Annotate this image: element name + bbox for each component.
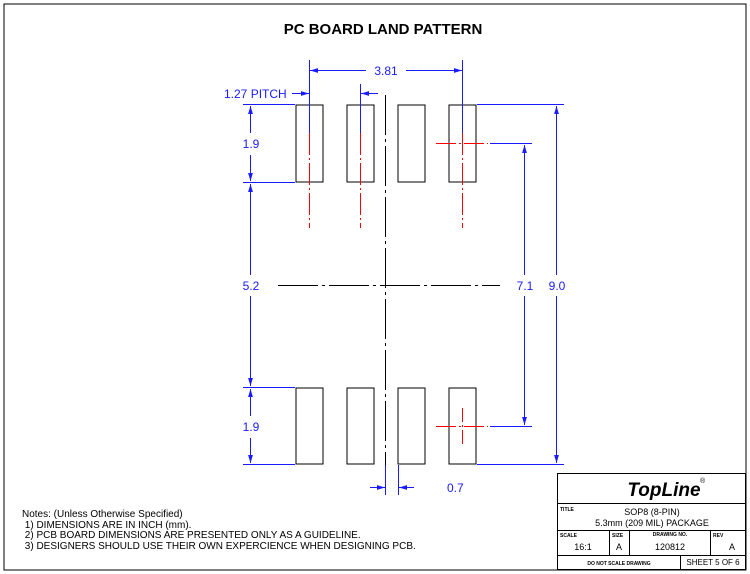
title-label: TITLE bbox=[560, 507, 575, 513]
title-line1: SOP8 (8-PIN) bbox=[624, 507, 680, 517]
notes: Notes: (Unless Otherwise Specified) 1) D… bbox=[22, 509, 416, 552]
sheet-border bbox=[3, 3, 747, 571]
title-block bbox=[557, 473, 746, 570]
size-label: SIZE bbox=[612, 533, 624, 539]
topline-logo: TopLine bbox=[627, 480, 701, 501]
do-not-scale: DO NOT SCALE DRAWING bbox=[587, 561, 650, 567]
pad bbox=[295, 387, 324, 465]
page-title: PC BOARD LAND PATTERN bbox=[284, 21, 483, 38]
rev-label: REV bbox=[713, 533, 724, 539]
note-item: 2) PCB BOARD DIMENSIONS ARE PRESENTED ON… bbox=[22, 530, 361, 541]
package-centerlines bbox=[278, 95, 500, 478]
notes-heading: Notes: (Unless Otherwise Specified) bbox=[22, 509, 183, 520]
dim-pad-length-top: 1.9 bbox=[243, 137, 260, 151]
dim-pad-length-bottom: 1.9 bbox=[243, 420, 260, 434]
registered-mark: ® bbox=[700, 477, 706, 485]
note-item: 3) DESIGNERS SHOULD USE THEIR OWN EXPERC… bbox=[22, 540, 416, 552]
dimension-lines bbox=[243, 60, 564, 495]
dim-overall: 9.0 bbox=[549, 279, 566, 293]
scale-label: SCALE bbox=[560, 533, 578, 539]
scale-value: 16:1 bbox=[574, 542, 592, 552]
dim-center-span: 7.1 bbox=[517, 279, 534, 293]
drawing-no-label: DRAWING NO. bbox=[653, 532, 688, 538]
dim-pitch: 1.27 PITCH bbox=[224, 87, 287, 101]
pad bbox=[397, 104, 426, 183]
rev-value: A bbox=[729, 542, 735, 552]
centerlines bbox=[309, 133, 488, 445]
pad bbox=[397, 387, 426, 465]
sheet-number: SHEET 5 OF 6 bbox=[686, 558, 740, 567]
dim-pad-width: 0.7 bbox=[447, 481, 464, 495]
dim-span: 3.81 bbox=[374, 64, 398, 78]
title-line2: 5.3mm (209 MIL) PACKAGE bbox=[595, 518, 709, 528]
pad bbox=[346, 387, 375, 465]
note-item: 1) DIMENSIONS ARE IN INCH (mm). bbox=[22, 519, 192, 531]
dim-gap: 5.2 bbox=[243, 279, 260, 293]
size-value: A bbox=[616, 542, 622, 552]
drawing-no-value: 120812 bbox=[655, 542, 685, 552]
